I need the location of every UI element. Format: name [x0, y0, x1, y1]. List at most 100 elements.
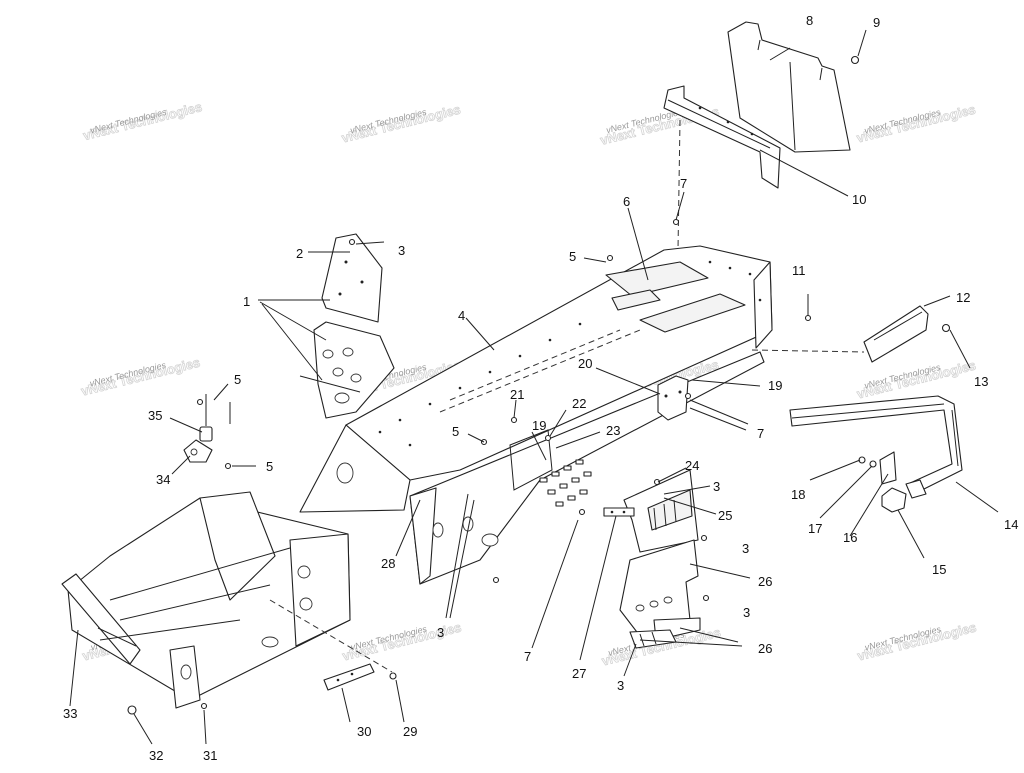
callout-7: 7: [757, 426, 764, 441]
part-3-screw: [492, 576, 500, 584]
part-15-end-cap: [881, 487, 907, 513]
part-7-screw: [578, 508, 586, 516]
callout-31: 31: [203, 748, 217, 763]
part-21-screw: [510, 416, 518, 424]
callout-3: 3: [713, 479, 720, 494]
part-3-screw: [700, 534, 708, 542]
callout-33: 33: [63, 706, 77, 721]
assembly-line: [751, 349, 865, 353]
part-5-screw: [224, 462, 232, 470]
callout-29: 29: [403, 724, 417, 739]
watermark-4: vNext Technologies vNext Technologies: [855, 101, 978, 146]
callout-17: 17: [808, 521, 822, 536]
part-33-front-bulkhead: [61, 491, 351, 709]
part-29-bolt: [389, 672, 397, 680]
part-12-bracket: [863, 305, 929, 363]
callout-3: 3: [743, 605, 750, 620]
part-2-mount-plate: [321, 233, 383, 323]
callout-8: 8: [806, 13, 813, 28]
leader-lines: [69, 29, 999, 745]
part-7-screw: [672, 218, 680, 226]
callout-5: 5: [452, 424, 459, 439]
callout-32: 32: [149, 748, 163, 763]
part-10-flap-bracket: [663, 85, 781, 189]
watermark-5: vNext Technologies vNext Technologies: [79, 354, 202, 399]
callout-3: 3: [617, 678, 624, 693]
chassis-lower-rail: [409, 351, 765, 585]
rail-slots: [539, 459, 592, 507]
callout-5: 5: [569, 249, 576, 264]
part-19-bracket: [657, 375, 689, 421]
callout-3: 3: [437, 625, 444, 640]
watermark-10: vNext Technologies vNext Technologies: [340, 619, 463, 664]
callout-20: 20: [578, 356, 592, 371]
callout-5: 5: [266, 459, 273, 474]
watermark-1: vNext Technologies vNext Technologies: [81, 99, 204, 144]
chassis-rivets: [378, 260, 762, 447]
part-5-screw: [196, 398, 204, 406]
part-5-screw: [606, 254, 614, 262]
part-35-bushing: [199, 394, 231, 442]
callout-34: 34: [156, 472, 170, 487]
callout-25: 25: [718, 508, 732, 523]
part-32-nut: [127, 705, 137, 715]
part-7-screw: [684, 392, 692, 400]
part-34-bracket: [183, 439, 213, 463]
callout-13: 13: [974, 374, 988, 389]
part-3-screw: [348, 238, 356, 246]
callout-12: 12: [956, 290, 970, 305]
part-1-engine-mount: [299, 321, 395, 419]
callout-11: 11: [792, 263, 806, 278]
callout-35: 35: [148, 408, 162, 423]
callout-30: 30: [357, 724, 371, 739]
assembly-line: [269, 599, 393, 673]
callout-22: 22: [572, 396, 586, 411]
callout-7: 7: [524, 649, 531, 664]
callout-7: 7: [680, 176, 687, 191]
callout-2: 2: [296, 246, 303, 261]
callout-6: 6: [623, 194, 630, 209]
callout-26: 26: [758, 574, 772, 589]
assembly-line: [677, 119, 681, 251]
callout-23: 23: [606, 423, 620, 438]
fasteners: [196, 218, 710, 602]
part-13-bolt: [941, 323, 951, 333]
part-26-bracket: [619, 539, 701, 641]
callout-27: 27: [572, 666, 586, 681]
callout-18: 18: [791, 487, 805, 502]
part-3-screw: [702, 594, 710, 602]
part-30-bar: [323, 663, 375, 691]
part-17-washer: [869, 460, 877, 468]
callout-19: 19: [532, 418, 546, 433]
callout-21: 21: [510, 387, 524, 402]
callout-3: 3: [742, 541, 749, 556]
watermark-2: vNext Technologies vNext Technologies: [340, 101, 463, 146]
part-22-screw: [544, 434, 552, 442]
part-27-plate: [603, 507, 635, 517]
part-9-nut: [850, 55, 860, 65]
callout-26: 26: [758, 641, 772, 656]
callout-9: 9: [873, 15, 880, 30]
callout-19: 19: [768, 378, 782, 393]
callout-1: 1: [243, 294, 250, 309]
part-16-plate: [879, 451, 897, 485]
watermark-12: vNext Technologies vNext Technologies: [855, 619, 978, 664]
callout-15: 15: [932, 562, 946, 577]
part-25-cover: [623, 469, 699, 553]
part-4-chassis-tunnel: [299, 245, 773, 513]
callout-5: 5: [234, 372, 241, 387]
part-31-fastener: [200, 702, 208, 710]
part-11-bolt: [804, 314, 812, 322]
part-8-flap-panel: [727, 21, 851, 153]
callout-4: 4: [458, 308, 465, 323]
callout-labels: 8 9 10 7 6 5 2 3 1 4 5 35 34 5 5 21 22 1…: [63, 13, 1018, 763]
callout-28: 28: [381, 556, 395, 571]
part-24-screw: [653, 478, 661, 486]
callout-24: 24: [685, 458, 699, 473]
callout-10: 10: [852, 192, 866, 207]
callout-16: 16: [843, 530, 857, 545]
callout-14: 14: [1004, 517, 1018, 532]
part-14-bumper: [789, 395, 963, 499]
